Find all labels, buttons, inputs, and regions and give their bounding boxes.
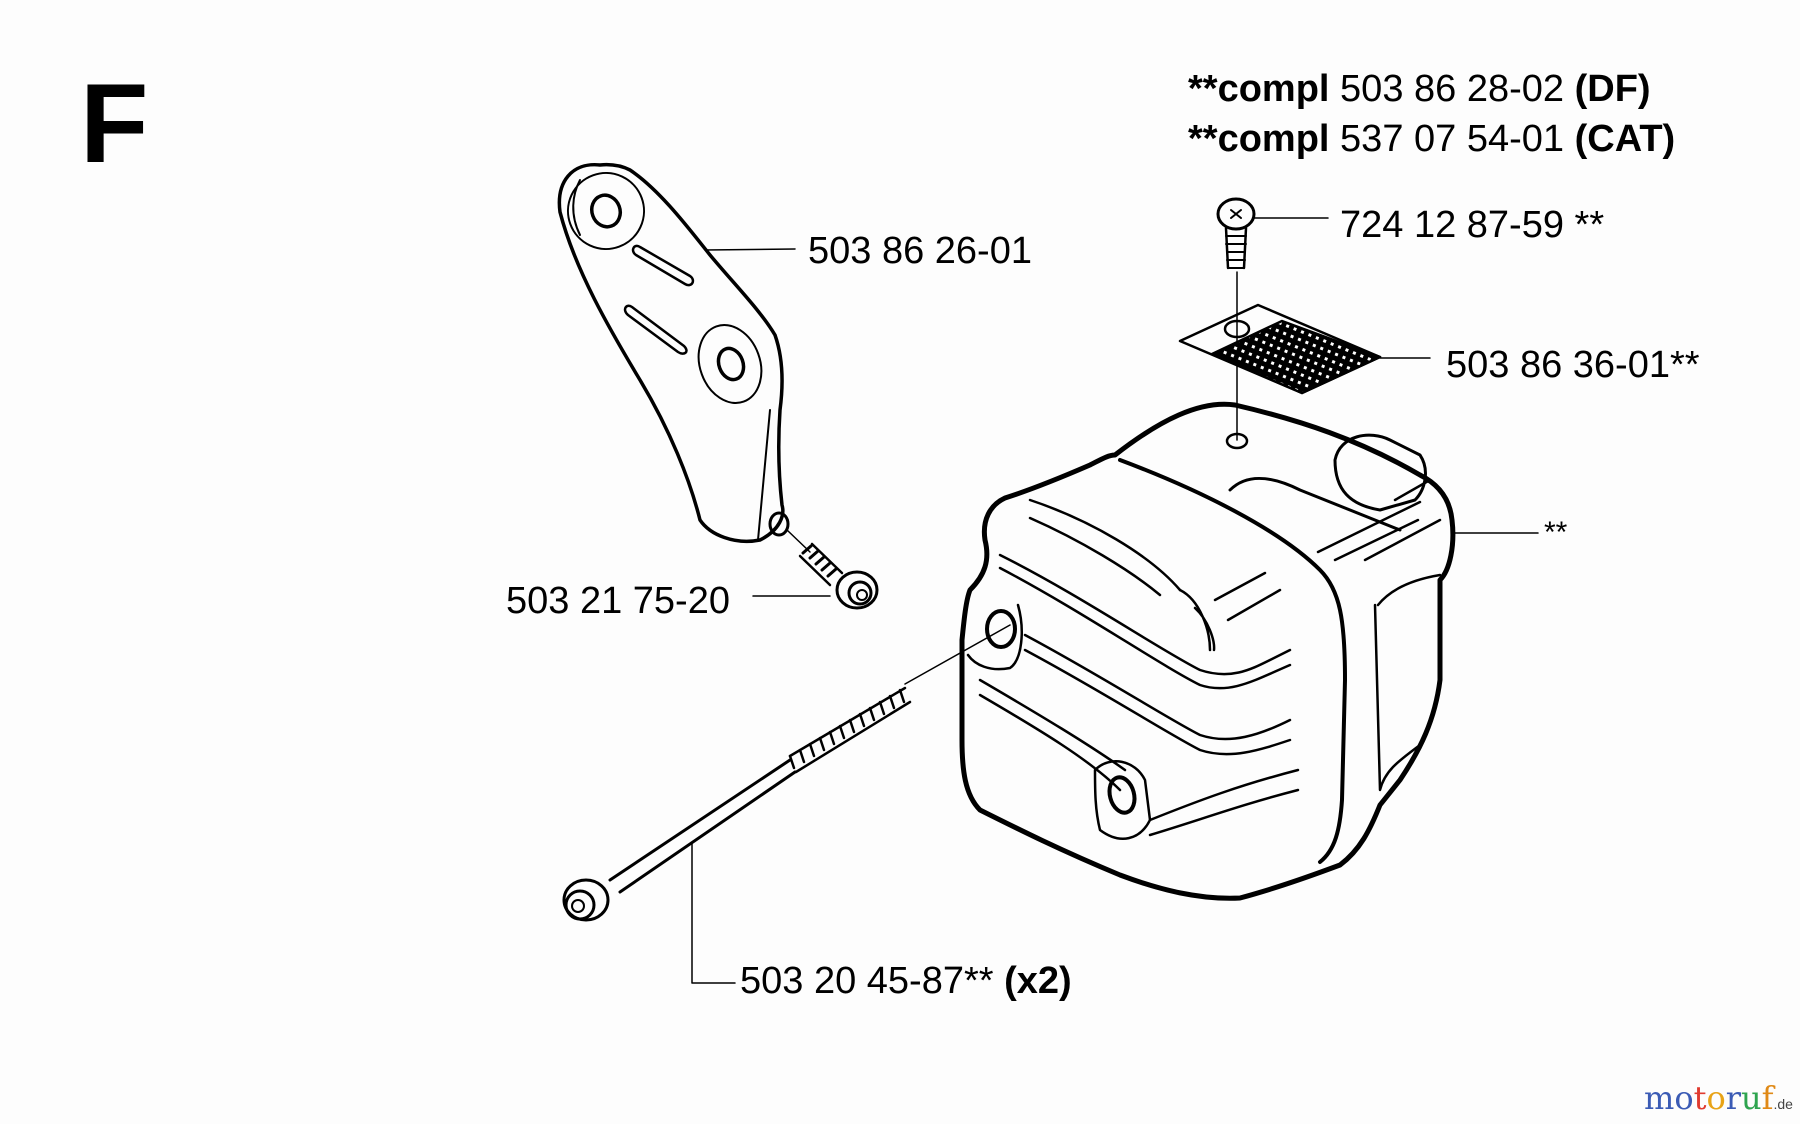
- part-suffix: **: [1669, 344, 1700, 386]
- watermark-tld: .de: [1773, 1096, 1793, 1112]
- spark-screen-part: [1178, 303, 1431, 395]
- label-spark-screen: 503 86 36-01**: [1446, 346, 1700, 384]
- assembly-prefix: **compl: [1188, 68, 1330, 110]
- watermark-letter: u: [1741, 1079, 1762, 1117]
- watermark-letter: f: [1761, 1079, 1774, 1117]
- watermark-letter: r: [1725, 1079, 1742, 1117]
- label-long-bolt: 503 20 45-87** (x2): [740, 962, 1072, 1000]
- watermark-text: motoruf: [1644, 1079, 1773, 1117]
- bracket-screw-part: [752, 529, 879, 610]
- part-number: 503 20 45-87: [740, 960, 964, 1002]
- part-number: 503 21 75-20: [506, 580, 730, 622]
- label-bracket: 503 86 26-01: [808, 232, 1032, 270]
- part-suffix: **: [1544, 516, 1568, 549]
- watermark-letter: o: [1706, 1079, 1726, 1117]
- part-number: 503 86 36-01: [1446, 344, 1670, 386]
- part-quantity: (x2): [1004, 960, 1072, 1002]
- bracket-part: [557, 162, 796, 543]
- assembly-part-number: 537 07 54-01: [1340, 118, 1565, 160]
- label-bracket-screw: 503 21 75-20: [506, 582, 730, 620]
- watermark-letter: t: [1693, 1079, 1707, 1117]
- label-muffler: **: [1544, 518, 1567, 548]
- assembly-line-cat: **compl 537 07 54-01 (CAT): [1188, 120, 1675, 158]
- label-top-screw: 724 12 87-59 **: [1340, 206, 1604, 244]
- part-number: 503 86 26-01: [808, 230, 1032, 272]
- section-letter: F: [80, 61, 149, 186]
- muffler-part: [959, 401, 1539, 901]
- assembly-line-df: **compl 503 86 28-02 (DF): [1188, 70, 1651, 108]
- assembly-variant: (CAT): [1574, 118, 1676, 160]
- part-suffix: **: [963, 960, 994, 1002]
- assembly-variant: (DF): [1574, 68, 1651, 110]
- watermark-logo: motoruf.de: [1644, 1082, 1793, 1114]
- assembly-prefix: **compl: [1188, 118, 1330, 160]
- part-number: 724 12 87-59: [1340, 204, 1564, 246]
- long-bolt-part: [562, 624, 1011, 984]
- part-suffix: **: [1563, 204, 1605, 246]
- watermark-letter: m: [1644, 1079, 1675, 1117]
- assembly-part-number: 503 86 28-02: [1340, 68, 1565, 110]
- watermark-letter: o: [1674, 1079, 1694, 1117]
